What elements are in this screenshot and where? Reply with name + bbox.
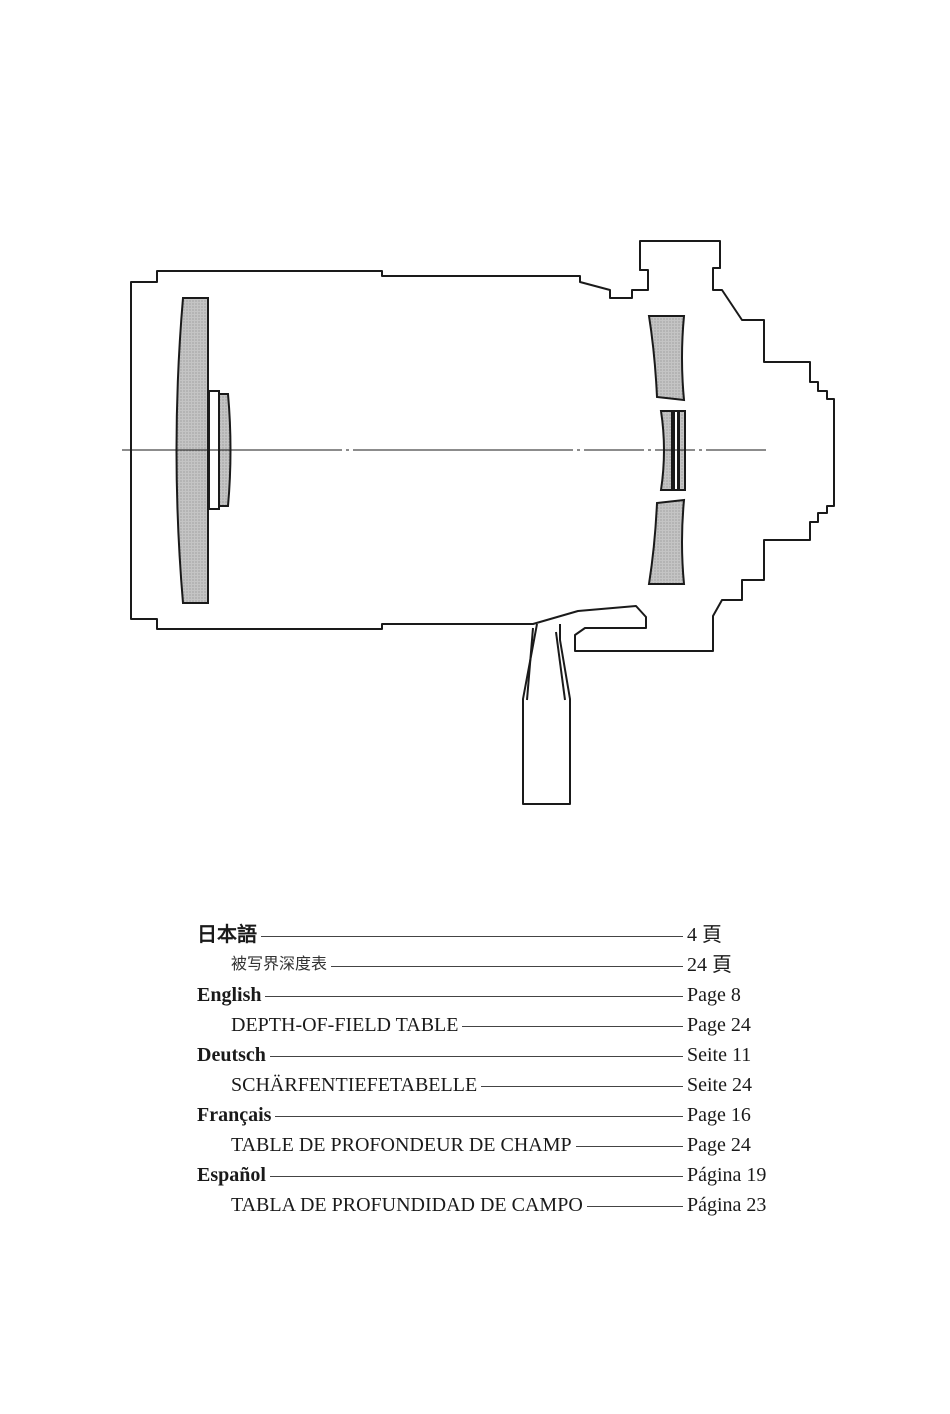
lens-grip-handle (523, 624, 570, 804)
toc-entry: 被写界深度表 24 頁 (197, 951, 797, 979)
toc-leader-line (273, 1116, 683, 1117)
toc-leader-line (268, 1176, 683, 1177)
toc-entry-page: 4 頁 (687, 921, 722, 949)
toc-entry-label: TABLA DE PROFUNDIDAD DE CAMPO (231, 1191, 587, 1219)
toc-entry: DEPTH-OF-FIELD TABLE Page 24 (197, 1011, 797, 1039)
toc-leader-line (460, 1026, 683, 1027)
rear-element-lower (649, 500, 684, 584)
toc-entry: Français Page 16 (197, 1101, 797, 1129)
toc-entry-page: 24 頁 (687, 951, 732, 979)
toc-leader-line (259, 936, 683, 937)
toc-leader-line (585, 1206, 683, 1207)
toc-entry-label: 日本語 (197, 921, 261, 949)
toc-entry: 日本語 4 頁 (197, 921, 797, 949)
toc-entry-page: Page 24 (687, 1131, 751, 1159)
tripod-boss (640, 241, 720, 270)
toc-entry: TABLA DE PROFUNDIDAD DE CAMPO Página 23 (197, 1191, 797, 1219)
toc-entry: Deutsch Seite 11 (197, 1041, 797, 1069)
toc-entry-label: TABLE DE PROFONDEUR DE CHAMP (231, 1131, 576, 1159)
toc-entry-label: 被写界深度表 (231, 951, 331, 979)
toc-leader-line (479, 1086, 683, 1087)
toc-entry-label: SCHÄRFENTIEFETABELLE (231, 1071, 481, 1099)
toc-entry-page: Página 23 (687, 1191, 766, 1219)
toc-entry-label: Español (197, 1161, 270, 1189)
toc-entry-label: English (197, 981, 265, 1009)
toc-entry-page: Page 16 (687, 1101, 751, 1129)
toc-entry-label: Français (197, 1101, 275, 1129)
toc-entry: TABLE DE PROFONDEUR DE CHAMP Page 24 (197, 1131, 797, 1159)
toc-entry-page: Page 24 (687, 1011, 751, 1039)
toc-entry-page: Página 19 (687, 1161, 766, 1189)
rear-element-upper (649, 316, 684, 400)
toc-leader-line (574, 1146, 683, 1147)
toc-entry-page: Seite 24 (687, 1071, 752, 1099)
toc-entry-label: DEPTH-OF-FIELD TABLE (231, 1011, 462, 1039)
toc-entry-page: Page 8 (687, 981, 741, 1009)
toc-leader-line (268, 1056, 683, 1057)
toc-leader-line (329, 966, 683, 967)
lens-cross-section-diagram (0, 0, 950, 860)
toc-leader-line (263, 996, 683, 997)
toc-entry: Español Página 19 (197, 1161, 797, 1189)
toc-entry-page: Seite 11 (687, 1041, 751, 1069)
grip-inner-edge (527, 628, 533, 700)
toc-entry: SCHÄRFENTIEFETABELLE Seite 24 (197, 1071, 797, 1099)
toc-entry: English Page 8 (197, 981, 797, 1009)
toc-entry-label: Deutsch (197, 1041, 270, 1069)
lens-barrel-outline (131, 241, 834, 651)
